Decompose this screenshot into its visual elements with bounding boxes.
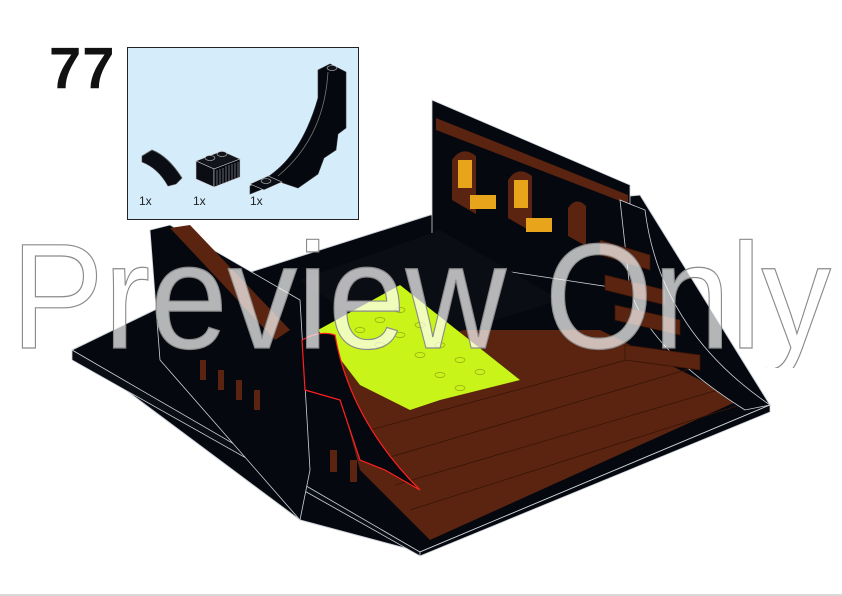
step-number: 77 [49, 36, 116, 101]
grille-brick-part-icon [195, 150, 241, 188]
part-1-quantity: 1x [139, 194, 152, 208]
stairs [599, 239, 701, 371]
parts-callout: 1x 1x 1x [127, 47, 359, 220]
part-2-quantity: 1x [193, 194, 206, 208]
window-group [452, 151, 586, 246]
bottom-rule [0, 594, 842, 596]
curved-slope-part-icon [141, 149, 183, 187]
arch-support-part-icon [249, 63, 347, 195]
left-wall [149, 224, 311, 521]
new-arch-highlight [301, 332, 421, 491]
part-3-quantity: 1x [250, 194, 263, 208]
lime-plate-area [318, 285, 520, 410]
